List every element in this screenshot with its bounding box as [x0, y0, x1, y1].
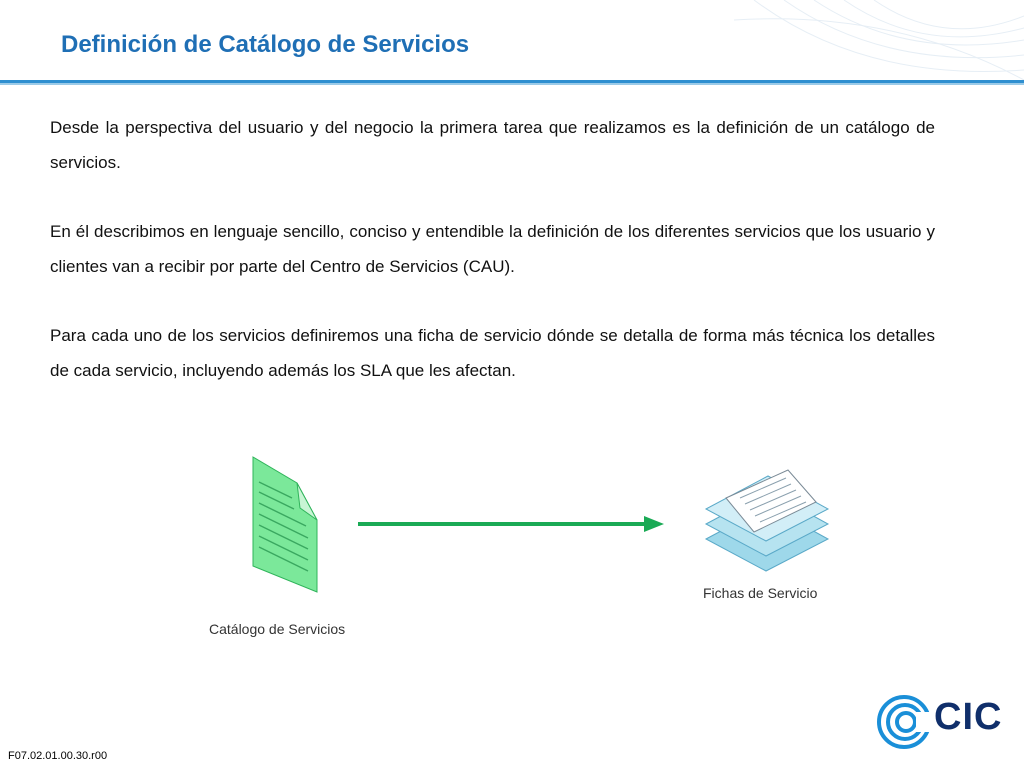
corner-decoration [733, 0, 1024, 81]
body-text: Desde la perspectiva del usuario y del n… [50, 110, 935, 422]
slide-title: Definición de Catálogo de Servicios [61, 31, 470, 58]
company-logo: CIC [876, 694, 1006, 750]
catalog-diagram: Catálogo de Servicios Fichas de Servicio [0, 440, 1024, 660]
logo-text: CIC [934, 696, 1003, 738]
stacked-documents-icon [704, 469, 830, 572]
service-sheets-label: Fichas de Servicio [703, 585, 818, 601]
rings-logo-icon [877, 695, 932, 749]
document-icon [252, 456, 318, 593]
paragraph-intro: Desde la perspectiva del usuario y del n… [50, 118, 935, 172]
paragraph-description: En él describimos en lenguaje sencillo, … [50, 222, 935, 276]
paragraph-service-sheet: Para cada uno de los servicios definirem… [50, 326, 935, 380]
title-divider [0, 80, 1024, 86]
document-code: F07.02.01.00.30.r00 [8, 750, 108, 762]
catalog-label: Catálogo de Servicios [209, 621, 346, 637]
right-arrow-icon [358, 516, 664, 532]
